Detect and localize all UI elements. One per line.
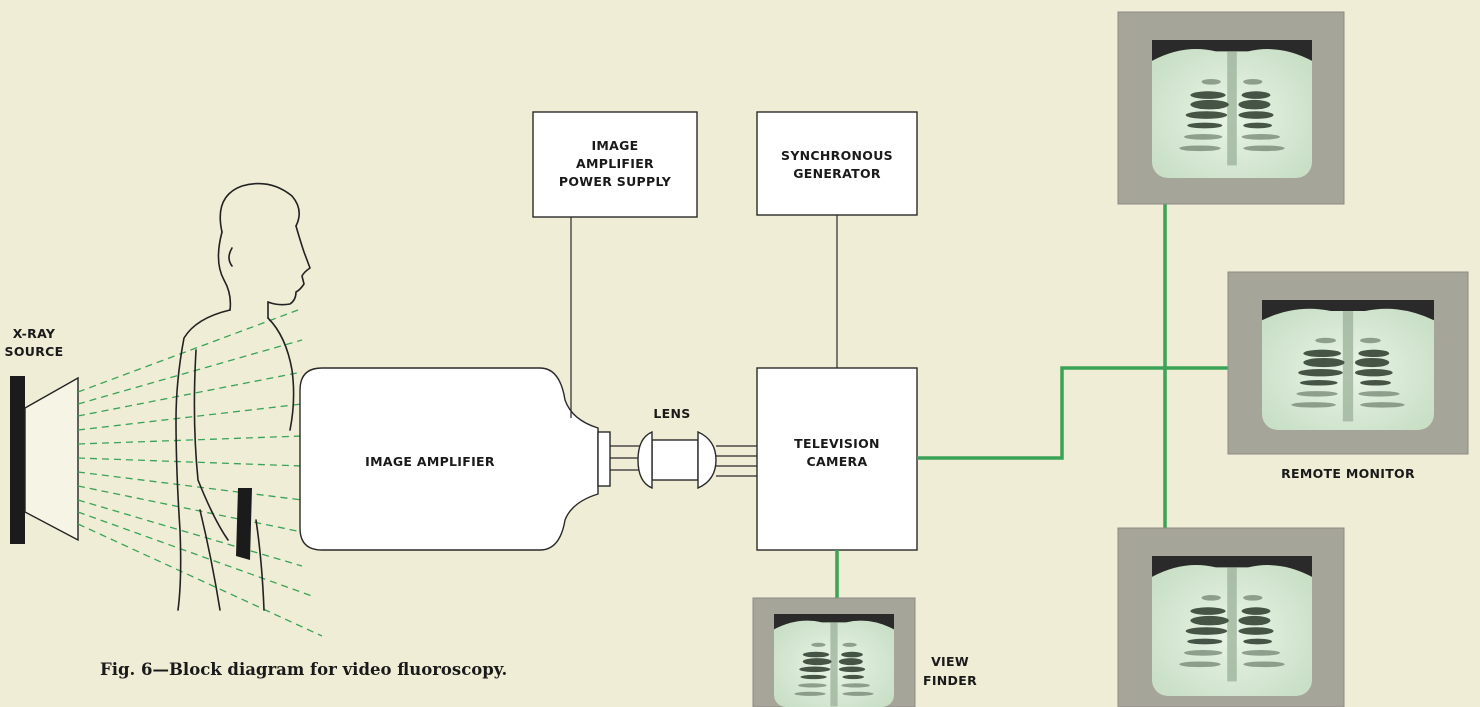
view-finder-label-1: VIEW: [931, 654, 969, 669]
image-amplifier: IMAGE AMPLIFIER: [299, 367, 611, 551]
camera-to-monitors-line: [917, 366, 1228, 460]
xray-source-plate: [10, 376, 25, 544]
lens-label: LENS: [653, 406, 690, 421]
image-amplifier-body: [299, 367, 599, 551]
sync-generator-box: [756, 111, 918, 216]
tv-camera-label-1: TELEVISION: [794, 436, 880, 451]
tv-camera-box: [756, 367, 918, 551]
sync-generator-label-2: GENERATOR: [793, 166, 881, 181]
signal-lines: [835, 203, 1228, 600]
remote-monitor-bottom: [1117, 527, 1345, 707]
view-finder-monitor: VIEW FINDER: [752, 597, 977, 707]
image-amplifier-label: IMAGE AMPLIFIER: [365, 454, 495, 469]
view-finder-label-2: FINDER: [923, 673, 977, 688]
lens-barrel: [651, 439, 699, 481]
lens-rear: [697, 430, 717, 490]
power-supply-label-1: IMAGE: [591, 138, 638, 153]
remote-monitor-label: REMOTE MONITOR: [1281, 466, 1415, 481]
xray-beam: [77, 309, 323, 637]
remote-monitor-middle: REMOTE MONITOR: [1227, 271, 1469, 481]
xray-source-label-2: SOURCE: [5, 344, 64, 359]
lens-assembly: LENS: [610, 406, 758, 490]
remote-monitor-top: [1117, 11, 1345, 205]
tv-camera-block: TELEVISION CAMERA: [756, 367, 918, 551]
tv-camera-label-2: CAMERA: [807, 454, 868, 469]
patient-figure: [175, 182, 311, 611]
power-supply-label-3: POWER SUPPLY: [559, 174, 672, 189]
sync-generator-label-1: SYNCHRONOUS: [781, 148, 893, 163]
power-supply-label-2: AMPLIFIER: [576, 156, 654, 171]
xray-source-label-1: X-RAY: [13, 326, 56, 341]
xray-source-cone: [24, 376, 79, 542]
sync-generator-block: SYNCHRONOUS GENERATOR: [756, 111, 918, 368]
amplifier-output-window: [597, 431, 611, 487]
xray-source: X-RAY SOURCE: [5, 326, 79, 544]
figure-caption: Fig. 6—Block diagram for video fluorosco…: [100, 660, 507, 679]
power-supply-box: [532, 111, 698, 218]
lens-front: [637, 430, 653, 490]
power-supply-block: IMAGE AMPLIFIER POWER SUPPLY: [532, 111, 698, 418]
